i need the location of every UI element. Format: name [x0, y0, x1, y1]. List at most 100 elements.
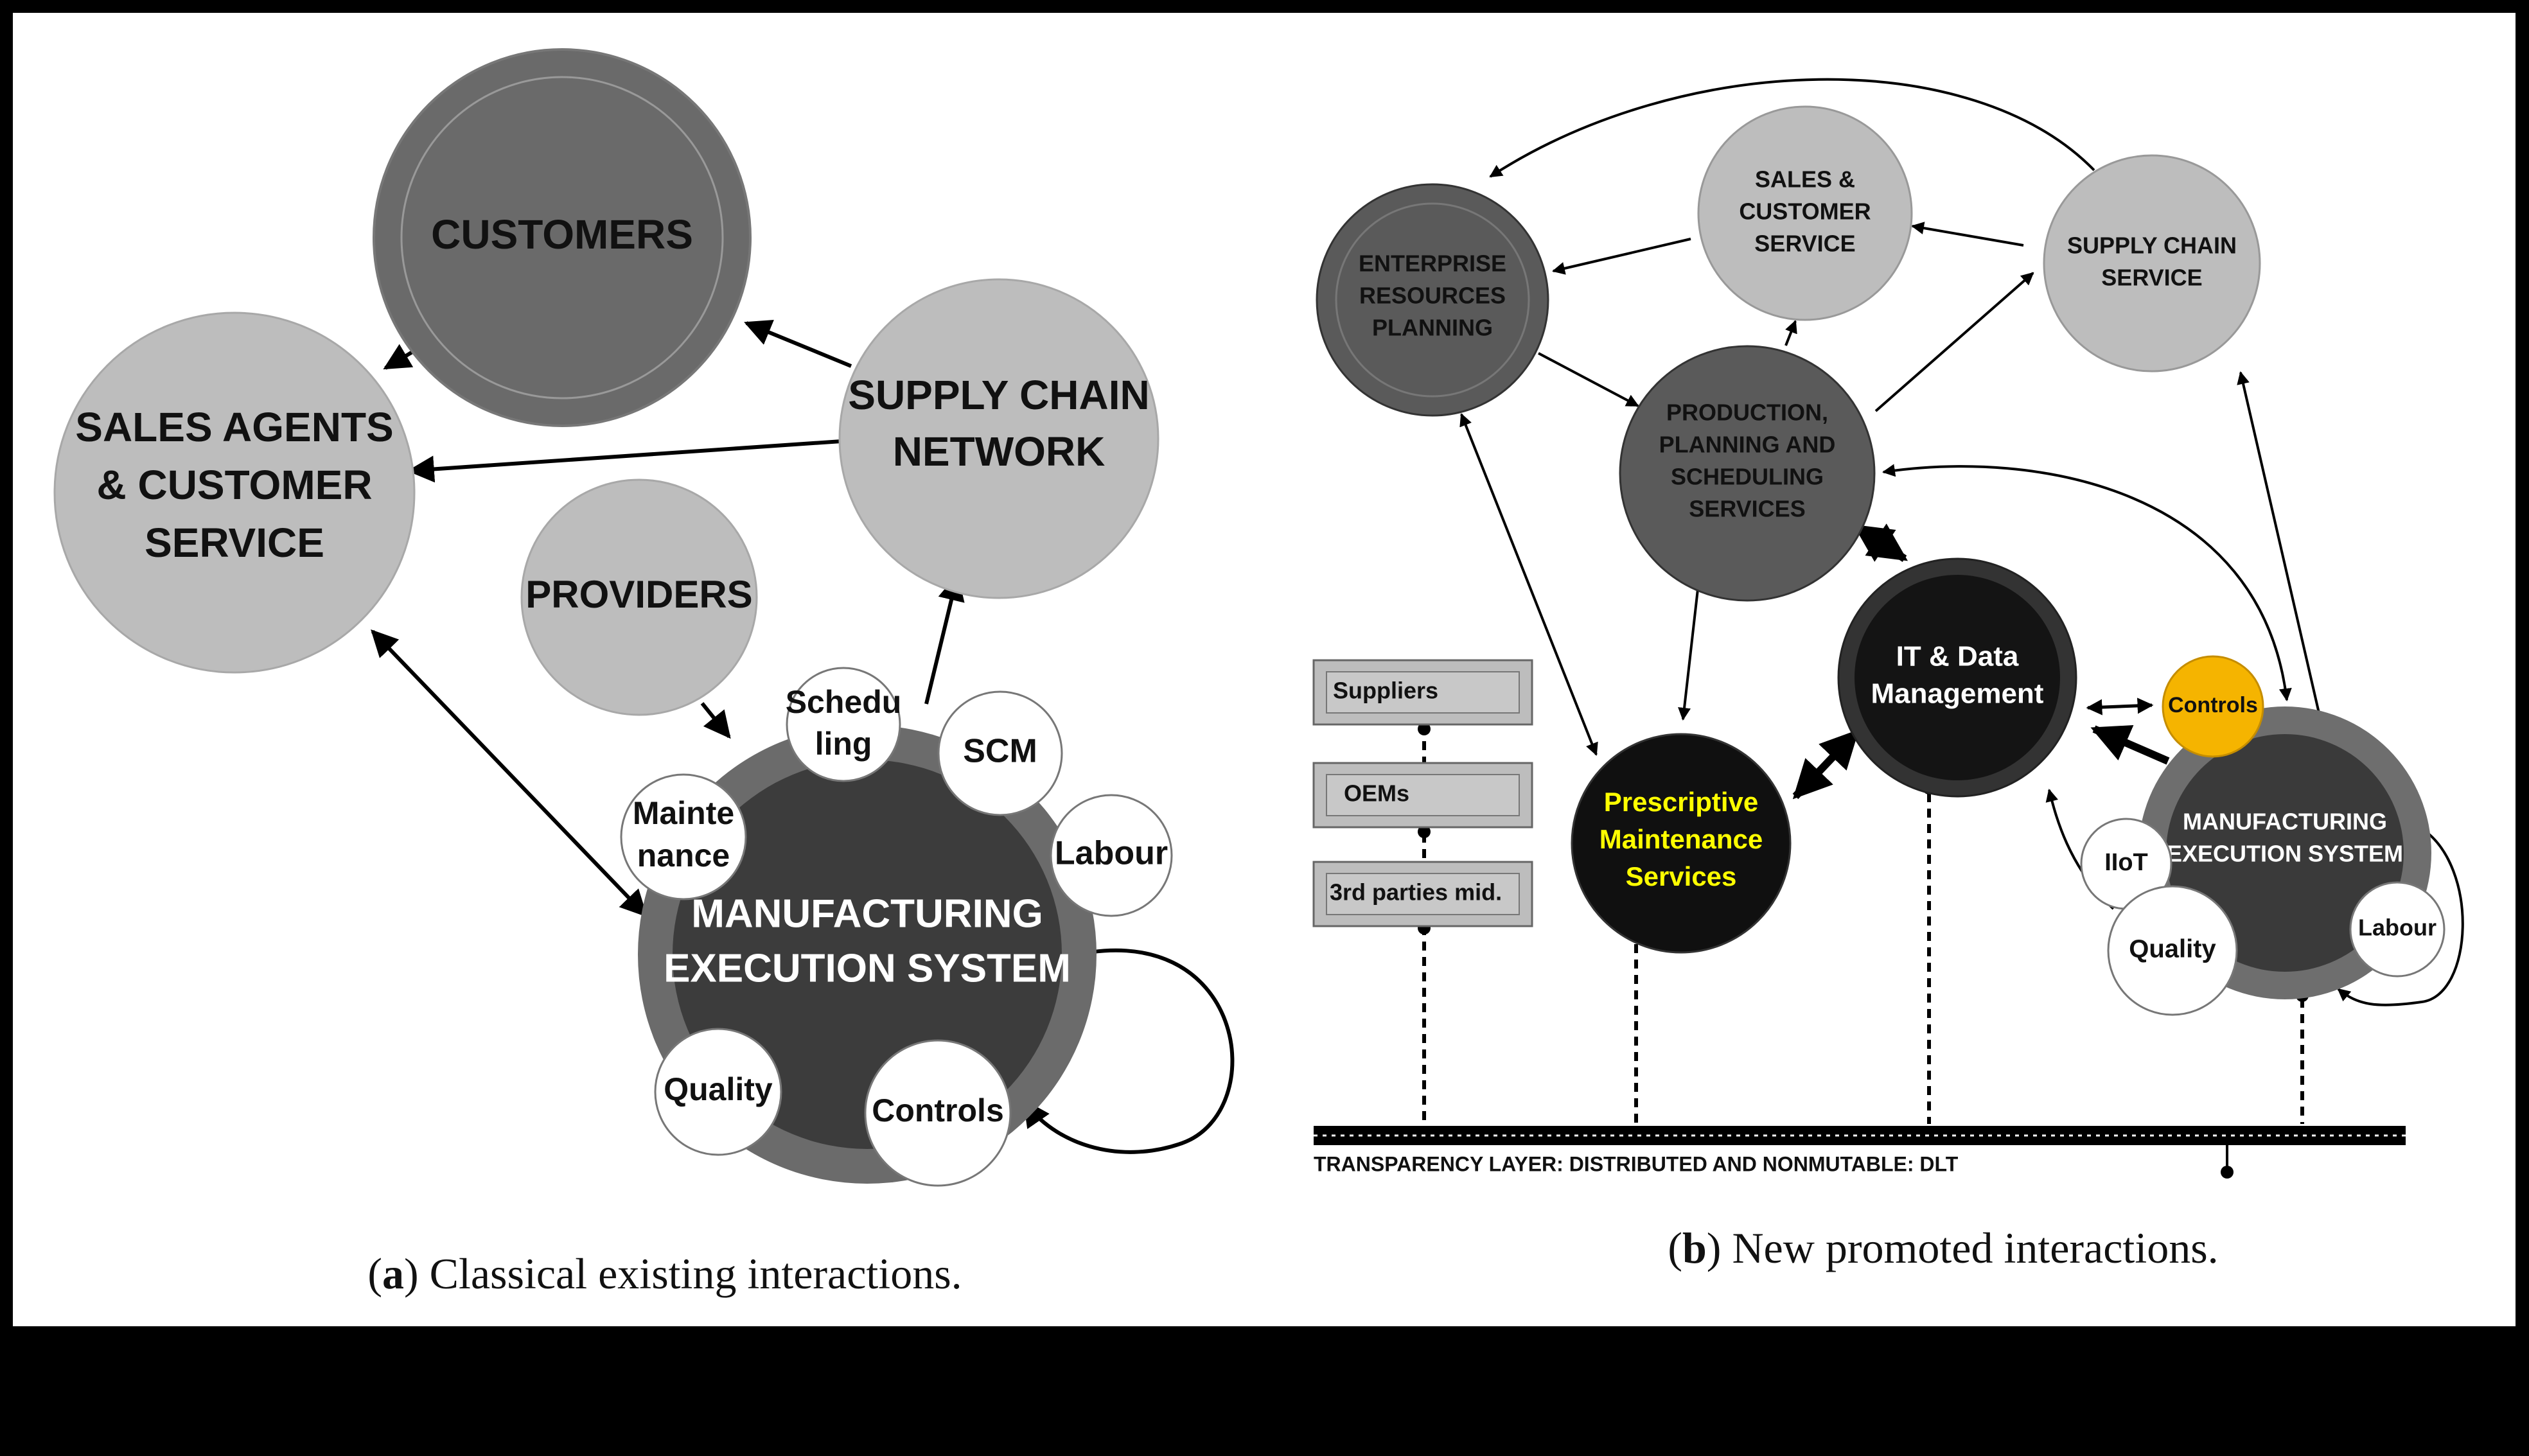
box-suppliers: Suppliers [1312, 659, 1533, 726]
node-controls-a: Controls [864, 1039, 1012, 1187]
node-labour-a: Labour [1050, 794, 1173, 917]
production-line-4: SERVICES [1689, 496, 1805, 522]
node-maintenance: Mainte nance [620, 773, 747, 900]
supply-b-line-2: SERVICE [2101, 265, 2202, 291]
production-line-2: PLANNING AND [1659, 432, 1836, 458]
it-data-line-1: IT & Data [1896, 641, 2019, 672]
maintenance-line-1: Mainte [633, 795, 734, 831]
arrow-mes-to-supply-b [2237, 371, 2320, 714]
arrow-it-data-controls [2086, 697, 2154, 715]
node-erp: ENTERPRISE RESOURCES PLANNING [1316, 183, 1549, 417]
arrow-sales-to-erp [1552, 238, 1691, 275]
sales-agents-line-1: SALES AGENTS [75, 404, 393, 450]
arrow-production-to-prescriptive [1678, 577, 1700, 721]
maintenance-line-2: nance [637, 838, 730, 873]
arrow-production-it-data [1853, 523, 1908, 562]
arrow-prescriptive-it-data [1792, 729, 1860, 800]
diagram-svg: CUSTOMERS SALES AGENTS & CUSTOMER SERVIC… [53, 48, 2464, 1298]
caption-a: (a) Classical existing interactions. [367, 1249, 962, 1298]
scheduling-line-2: ling [815, 726, 872, 762]
arrow-production-to-sales [1784, 320, 1797, 346]
arrow-providers-to-mes [700, 702, 731, 739]
arrow-production-to-supply [1874, 272, 2034, 412]
node-it-data: IT & Data Management [1837, 557, 2077, 798]
scm-label: SCM [963, 733, 1037, 770]
quality-a-label: Quality [664, 1071, 773, 1107]
providers-label: PROVIDERS [525, 573, 752, 616]
dot-suppliers [1418, 723, 1431, 735]
arrow-mes-b-self-loop [2337, 827, 2464, 1006]
supply-chain-network-line-1: SUPPLY CHAIN [848, 372, 1149, 418]
node-quality-a: Quality [654, 1028, 782, 1156]
arrow-production-mes-curve [1882, 464, 2292, 701]
scheduling-line-1: Schedu [786, 684, 902, 720]
controls-a-label: Controls [872, 1092, 1004, 1128]
arrow-sales-to-customers [383, 344, 414, 370]
mes-a-line-1: MANUFACTURING [691, 891, 1043, 936]
arrow-mes-to-it-data [2090, 725, 2170, 765]
prescriptive-line-3: Services [1626, 861, 1737, 891]
suppliers-label: Suppliers [1333, 678, 1438, 704]
panel-a: CUSTOMERS SALES AGENTS & CUSTOMER SERVIC… [53, 48, 1235, 1298]
arrow-mes-self-loop [1023, 948, 1235, 1154]
caption-a-text: ) Classical existing interactions. [404, 1249, 962, 1298]
caption-b-text: ) New promoted interactions. [1707, 1224, 2219, 1272]
arrow-supply-chain-to-erp [1489, 78, 2095, 178]
arrow-erp-to-production [1538, 352, 1639, 407]
caption-b-letter: b [1682, 1224, 1707, 1272]
labour-b-label: Labour [2358, 915, 2436, 941]
figure-panel: CUSTOMERS SALES AGENTS & CUSTOMER SERVIC… [13, 13, 2516, 1326]
sales-b-line-3: SERVICE [1754, 231, 1855, 257]
node-customers: CUSTOMERS [373, 48, 752, 427]
node-sales-agents: SALES AGENTS & CUSTOMER SERVICE [53, 311, 416, 674]
production-line-1: PRODUCTION, [1666, 399, 1828, 426]
node-supply-chain-service: SUPPLY CHAIN SERVICE [2043, 154, 2261, 373]
iiot-label: IIoT [2104, 849, 2148, 876]
supply-chain-network-line-2: NETWORK [893, 428, 1106, 475]
node-prescriptive: Prescriptive Maintenance Services [1571, 733, 1792, 954]
sales-b-line-2: CUSTOMER [1739, 198, 1871, 225]
node-scm: SCM [937, 690, 1063, 816]
quality-b-label: Quality [2129, 935, 2216, 963]
sales-agents-line-2: & CUSTOMER [96, 462, 372, 508]
caption-b: (b) New promoted interactions. [1668, 1224, 2218, 1272]
panel-b: TRANSPARENCY LAYER: DISTRIBUTED AND NONM… [1312, 78, 2464, 1272]
production-line-3: SCHEDULING [1671, 464, 1824, 490]
third-parties-label: 3rd parties mid. [1330, 879, 1502, 906]
controls-b-label: Controls [2168, 693, 2258, 717]
node-quality-b: Quality [2107, 885, 2238, 1016]
box-oems: OEMs [1312, 762, 1533, 829]
dot-oems [1418, 825, 1431, 838]
it-data-line-2: Management [1871, 678, 2044, 710]
mes-b-line-2: EXECUTION SYSTEM [2167, 841, 2403, 867]
prescriptive-line-2: Maintenance [1599, 824, 1763, 854]
node-controls-b: Controls [2162, 655, 2264, 758]
oems-label: OEMs [1344, 780, 1409, 807]
erp-line-3: PLANNING [1372, 315, 1493, 341]
sales-agents-line-3: SERVICE [145, 520, 324, 566]
supply-b-line-1: SUPPLY CHAIN [2067, 232, 2237, 259]
arrow-mes-to-supply [924, 573, 965, 705]
sales-b-line-1: SALES & [1755, 166, 1855, 193]
mes-a-line-2: EXECUTION SYSTEM [664, 946, 1071, 990]
node-supply-chain-network: SUPPLY CHAIN NETWORK [838, 278, 1159, 599]
labour-a-label: Labour [1055, 835, 1168, 872]
node-production: PRODUCTION, PLANNING AND SCHEDULING SERV… [1619, 345, 1876, 602]
erp-line-1: ENTERPRISE [1359, 250, 1506, 277]
erp-line-2: RESOURCES [1359, 283, 1506, 309]
node-providers: PROVIDERS [520, 478, 758, 716]
caption-a-letter: a [382, 1249, 404, 1298]
box-third-parties: 3rd parties mid. [1312, 861, 1533, 927]
dot-dlt [2221, 1166, 2234, 1179]
customers-label: CUSTOMERS [431, 211, 693, 258]
arrow-erp-prescriptive [1459, 413, 1598, 756]
node-labour-b: Labour [2349, 881, 2445, 978]
mes-b-line-1: MANUFACTURING [2183, 809, 2387, 835]
arrow-supply-to-customers [744, 319, 852, 368]
arrow-supply-to-sales [407, 439, 842, 483]
prescriptive-line-1: Prescriptive [1604, 787, 1758, 817]
transparency-label: TRANSPARENCY LAYER: DISTRIBUTED AND NONM… [1314, 1152, 1959, 1175]
node-sales-customer-service: SALES & CUSTOMER SERVICE [1697, 105, 1913, 321]
node-scheduling: Schedu ling [786, 667, 902, 782]
